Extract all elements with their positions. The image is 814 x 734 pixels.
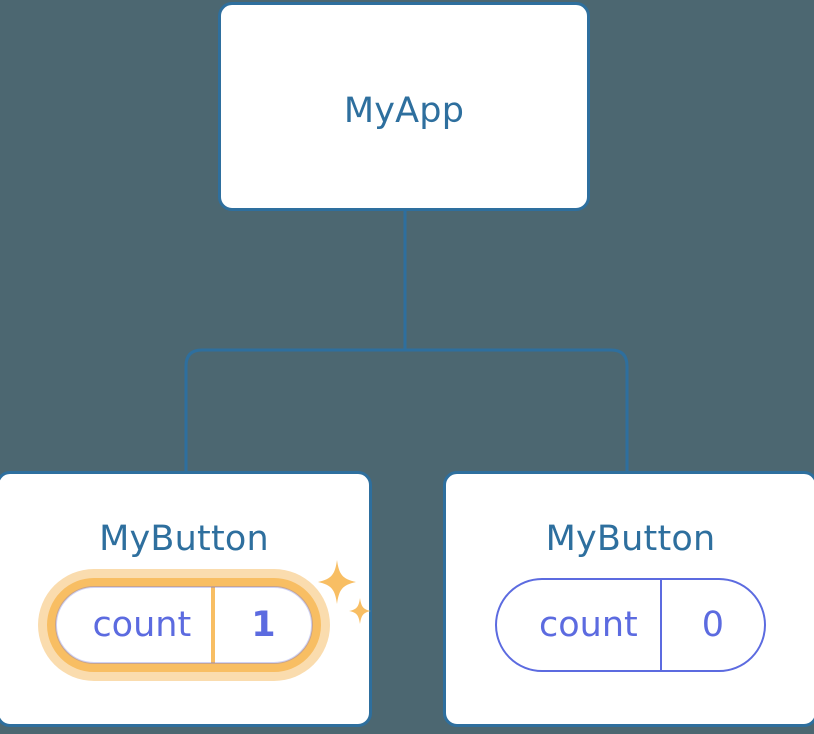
node-title-child-0: MyButton — [99, 519, 269, 559]
prop-pill-wrap-child-1: count 0 — [446, 578, 814, 672]
prop-key-child-1: count — [538, 604, 638, 645]
prop-value-child-0: 1 — [211, 587, 311, 663]
node-card-child-0[interactable]: MyButton count 1 — [0, 471, 372, 727]
prop-value-child-1: 0 — [659, 580, 764, 670]
node-card-root[interactable]: MyApp — [218, 2, 590, 211]
node-card-child-1[interactable]: MyButton count 0 — [443, 471, 814, 727]
prop-pill-wrap-child-0: count 1 — [0, 578, 369, 672]
prop-key-child-0: count — [92, 604, 192, 645]
node-title-root: MyApp — [343, 91, 465, 131]
node-title-child-1: MyButton — [545, 519, 716, 559]
prop-pill-child-1[interactable]: count 0 — [494, 578, 767, 672]
prop-pill-child-0[interactable]: count 1 — [47, 578, 321, 672]
